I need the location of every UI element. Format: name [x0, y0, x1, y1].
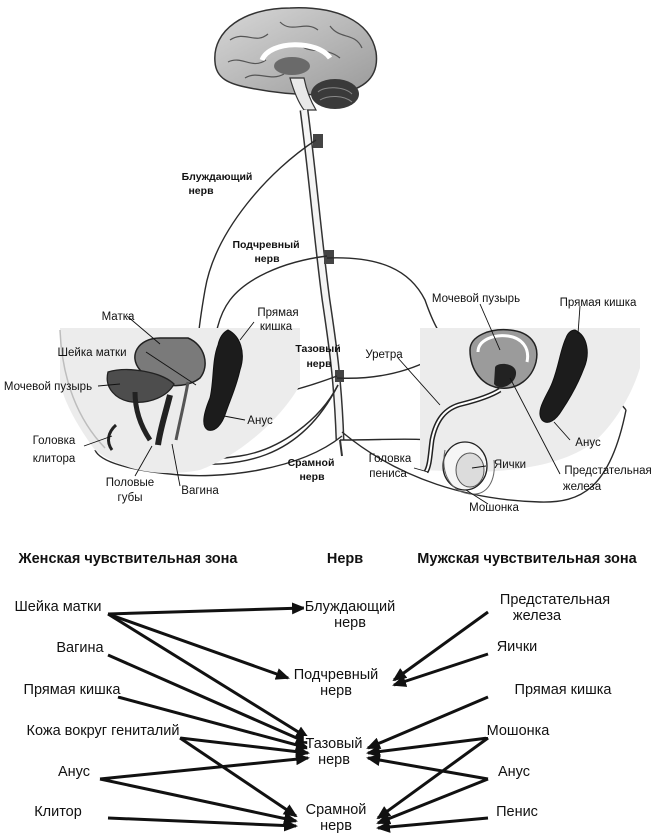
label-testes: Яички — [494, 459, 526, 471]
male-zone-item: Пенис — [496, 804, 538, 820]
label-scrotum: Мошонка — [469, 502, 519, 514]
male-zone-item: Предстательная — [500, 592, 610, 608]
nerve-item-line1: Подчревный — [294, 667, 379, 683]
nerve-item-line2: нерв — [320, 818, 352, 834]
nerve-item-line2: нерв — [320, 683, 352, 699]
spinal-cord — [299, 109, 345, 457]
arrow-layer — [99, 602, 489, 833]
arrow-male-3-to-nerve-3 — [376, 736, 489, 820]
header-female-zone: Женская чувствительная зона — [18, 551, 239, 567]
arrow-male-1-to-nerve-1 — [392, 652, 489, 687]
arrow-female-0-to-nerve-0 — [107, 602, 306, 616]
label-anus-female: Анус — [247, 415, 273, 427]
male-zone-item: Мошонка — [487, 723, 551, 739]
label-penis-glans-line2: пениса — [369, 468, 407, 480]
male-zone-item: Анус — [498, 764, 530, 780]
label-hypogastric-nerve-line2: нерв — [254, 253, 280, 265]
arrow-male-0-to-nerve-1 — [392, 610, 489, 682]
female-zone-item: Кожа вокруг гениталий — [27, 723, 180, 739]
male-zone-item: Прямая кишка — [515, 682, 613, 698]
arrow-male-2-to-nerve-2 — [366, 695, 489, 750]
male-anatomy-labels: Мочевой пузырь Прямая кишка Уретра Голов… — [365, 293, 651, 514]
nerve-column: БлуждающийнервПодчревныйнервТазовыйнервС… — [292, 597, 398, 836]
label-leader-lines — [83, 303, 581, 505]
label-bladder-male: Мочевой пузырь — [432, 293, 520, 305]
label-prostate-line2: железа — [563, 481, 602, 493]
nerve-item-line1: Срамной — [306, 802, 367, 818]
female-zone-item: Анус — [58, 764, 90, 780]
label-pelvic-nerve-line1: Тазовый — [295, 343, 340, 355]
nerve-zone-table: Женская чувствительная зона Нерв Мужская… — [12, 551, 637, 836]
label-pudendal-nerve-line2: нерв — [299, 471, 325, 483]
label-bladder-female: Мочевой пузырь — [4, 381, 92, 393]
male-zone-item: железа — [513, 608, 562, 624]
nerve-item-line1: Тазовый — [306, 736, 363, 752]
female-zone-item: Клитор — [34, 804, 82, 820]
nerve-item-line2: нерв — [334, 615, 366, 631]
arrow-female-0-to-nerve-1 — [107, 612, 290, 680]
arrow-female-3-to-nerve-3 — [179, 736, 298, 818]
label-labia-line2: губы — [118, 492, 143, 504]
label-prostate-line1: Предстательная — [564, 465, 651, 477]
female-anatomy-labels: Матка Шейка матки Мочевой пузырь Головка… — [4, 307, 299, 504]
arrow-male-4-to-nerve-2 — [366, 754, 489, 781]
arrow-female-4-to-nerve-3 — [99, 777, 298, 825]
label-urethra: Уретра — [365, 349, 403, 361]
nerve-item-line1: Блуждающий — [305, 599, 395, 615]
label-pudendal-nerve-line1: Срамной — [288, 457, 335, 469]
arrow-female-0-to-nerve-2 — [107, 612, 310, 740]
label-uterus: Матка — [102, 311, 135, 323]
arrow-male-5-to-nerve-3 — [376, 816, 489, 833]
label-rectum-female-line2: кишка — [260, 321, 293, 333]
arrow-male-4-to-nerve-3 — [376, 777, 489, 825]
arrow-female-1-to-nerve-2 — [107, 653, 310, 745]
female-zone-item: Прямая кишка — [24, 682, 122, 698]
nerve-labels: Блуждающий нерв Подчревный нерв Тазовый … — [182, 171, 341, 483]
label-clitoral-glans-line2: клитора — [33, 453, 76, 465]
label-vagina: Вагина — [181, 485, 219, 497]
label-rectum-female-line1: Прямая — [257, 307, 298, 319]
label-penis-glans-line1: Головка — [369, 453, 412, 465]
arrow-female-3-to-nerve-2 — [179, 736, 310, 758]
label-cervix: Шейка матки — [57, 347, 126, 359]
label-hypogastric-nerve-line1: Подчревный — [232, 239, 299, 251]
female-zone-item: Вагина — [56, 640, 104, 656]
label-vagus-nerve-line2: нерв — [188, 185, 214, 197]
label-rectum-male: Прямая кишка — [560, 297, 637, 309]
female-pelvis-illustration — [59, 328, 300, 474]
label-vagus-nerve-line1: Блуждающий — [182, 171, 253, 183]
arrow-female-2-to-nerve-2 — [117, 695, 310, 751]
arrow-female-5-to-nerve-3 — [107, 816, 298, 832]
label-labia-line1: Половые — [106, 477, 154, 489]
label-anus-male: Анус — [575, 437, 601, 449]
male-pelvis-illustration — [420, 328, 640, 495]
label-clitoral-glans-line1: Головка — [33, 435, 76, 447]
female-zone-item: Шейка матки — [14, 599, 101, 615]
arrow-female-4-to-nerve-2 — [99, 753, 310, 781]
label-pelvic-nerve-line2: нерв — [306, 358, 332, 370]
brain-illustration — [214, 7, 378, 111]
header-nerve: Нерв — [327, 551, 363, 567]
header-male-zone: Мужская чувствительная зона — [417, 551, 637, 567]
nerve-item-line2: нерв — [318, 752, 350, 768]
arrow-male-3-to-nerve-2 — [366, 736, 489, 758]
male-zone-item: Яички — [497, 639, 538, 655]
